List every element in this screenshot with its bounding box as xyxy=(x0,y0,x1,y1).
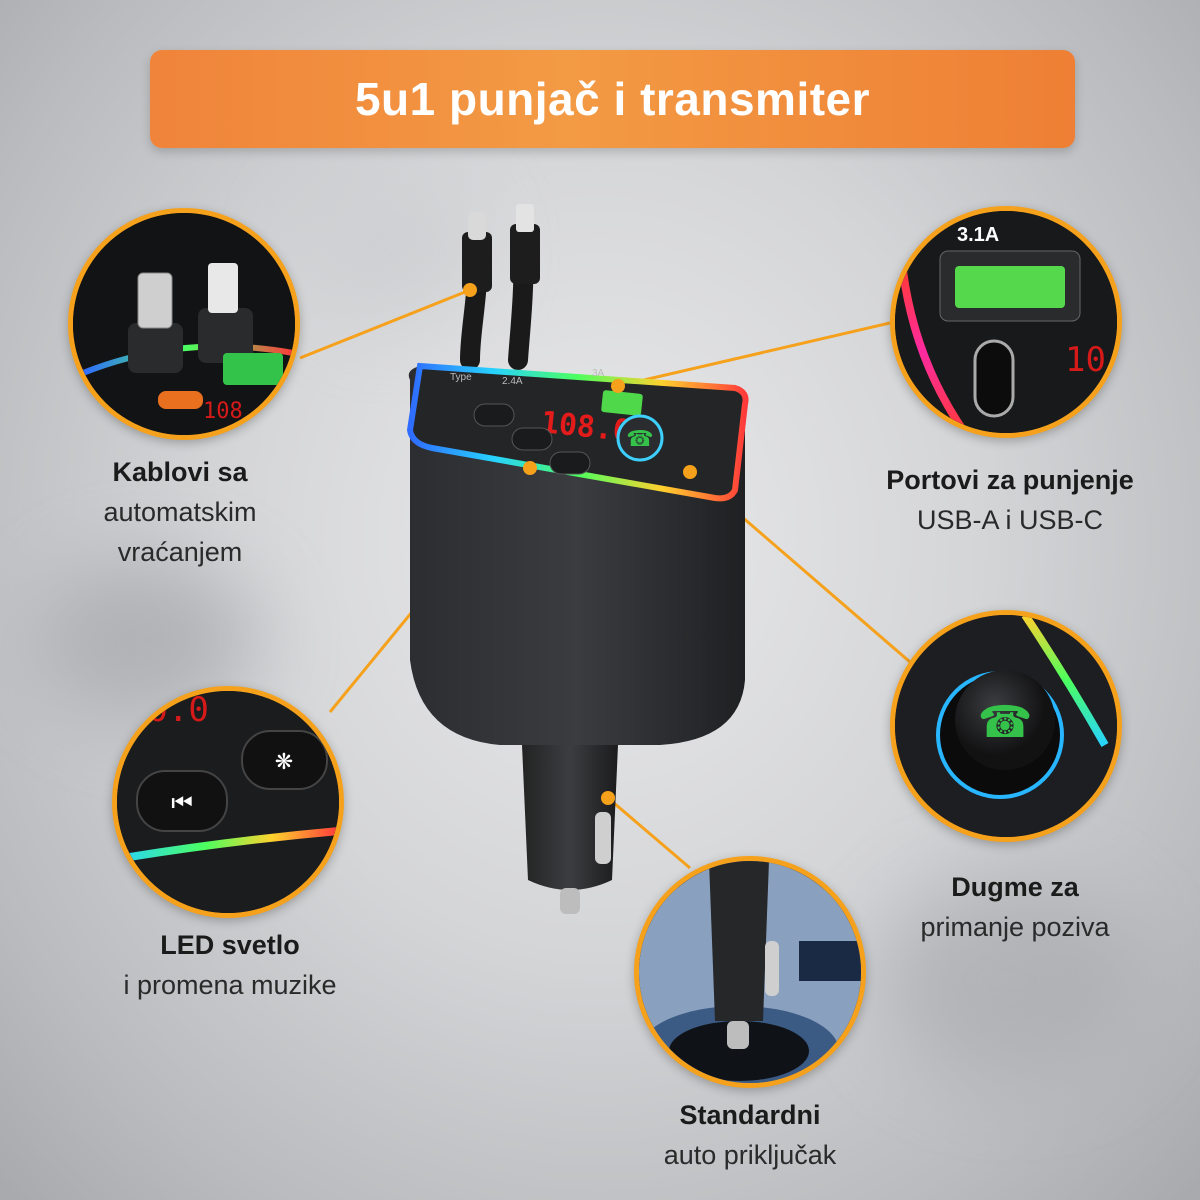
feature-image-led: 00.0 ⏮ ❋ xyxy=(112,686,344,918)
port-label: Type xyxy=(450,372,472,383)
svg-text:❋: ❋ xyxy=(275,749,293,774)
caption-title: Kablovi sa xyxy=(112,457,248,487)
feature-image-call-button: ☎ xyxy=(890,610,1122,842)
caption-led: LED svetlo i promena muzike xyxy=(90,925,370,1005)
lightning-cable-head xyxy=(510,224,540,284)
svg-text:⏮: ⏮ xyxy=(171,790,193,817)
background-blur xyxy=(880,880,1140,1080)
header-banner: 5u1 punjač i transmiter xyxy=(150,50,1075,148)
usb-c-cable-head xyxy=(462,232,492,292)
connector-dot xyxy=(611,379,625,393)
next-button xyxy=(549,451,591,475)
connector-dot xyxy=(523,461,537,475)
svg-text:3.1A: 3.1A xyxy=(957,224,999,246)
caption-text: USB-A i USB-C xyxy=(916,505,1104,535)
caption-text: auto priključak xyxy=(663,1140,837,1170)
led-button xyxy=(511,427,553,451)
feature-image-cables: 108 xyxy=(68,208,300,440)
port-label: 3A xyxy=(592,368,605,379)
port-label: 2.4A xyxy=(502,376,523,387)
connector-dot xyxy=(683,465,697,479)
connector-dot xyxy=(463,283,477,297)
svg-text:☎: ☎ xyxy=(978,698,1033,747)
connector-dot xyxy=(601,791,615,805)
call-button xyxy=(616,414,664,462)
page-title: 5u1 punjač i transmiter xyxy=(354,73,871,125)
caption-text: primanje poziva xyxy=(920,912,1110,942)
caption-title: Dugme za xyxy=(951,872,1079,902)
caption-title: Standardni xyxy=(679,1100,821,1130)
caption-title: Portovi za punjenje xyxy=(886,465,1134,495)
caption-car-socket: Standardni auto priključak xyxy=(620,1095,880,1175)
svg-text:108: 108 xyxy=(203,399,243,424)
caption-call-button: Dugme za primanje poziva xyxy=(870,867,1160,947)
caption-text: vraćanjem xyxy=(117,537,243,567)
feature-image-car-socket xyxy=(634,856,866,1088)
caption-text: i promena muzike xyxy=(123,970,337,1000)
caption-text: automatskim xyxy=(103,497,257,527)
svg-text:10: 10 xyxy=(1065,340,1106,380)
svg-text:☎: ☎ xyxy=(626,426,653,451)
caption-cables: Kablovi sa automatskim vraćanjem xyxy=(40,452,320,572)
caption-title: LED svetlo xyxy=(160,930,300,960)
prev-button xyxy=(473,403,515,427)
feature-image-ports: 3.1A 10 xyxy=(890,206,1122,438)
caption-ports: Portovi za punjenje USB-A i USB-C xyxy=(850,460,1170,540)
